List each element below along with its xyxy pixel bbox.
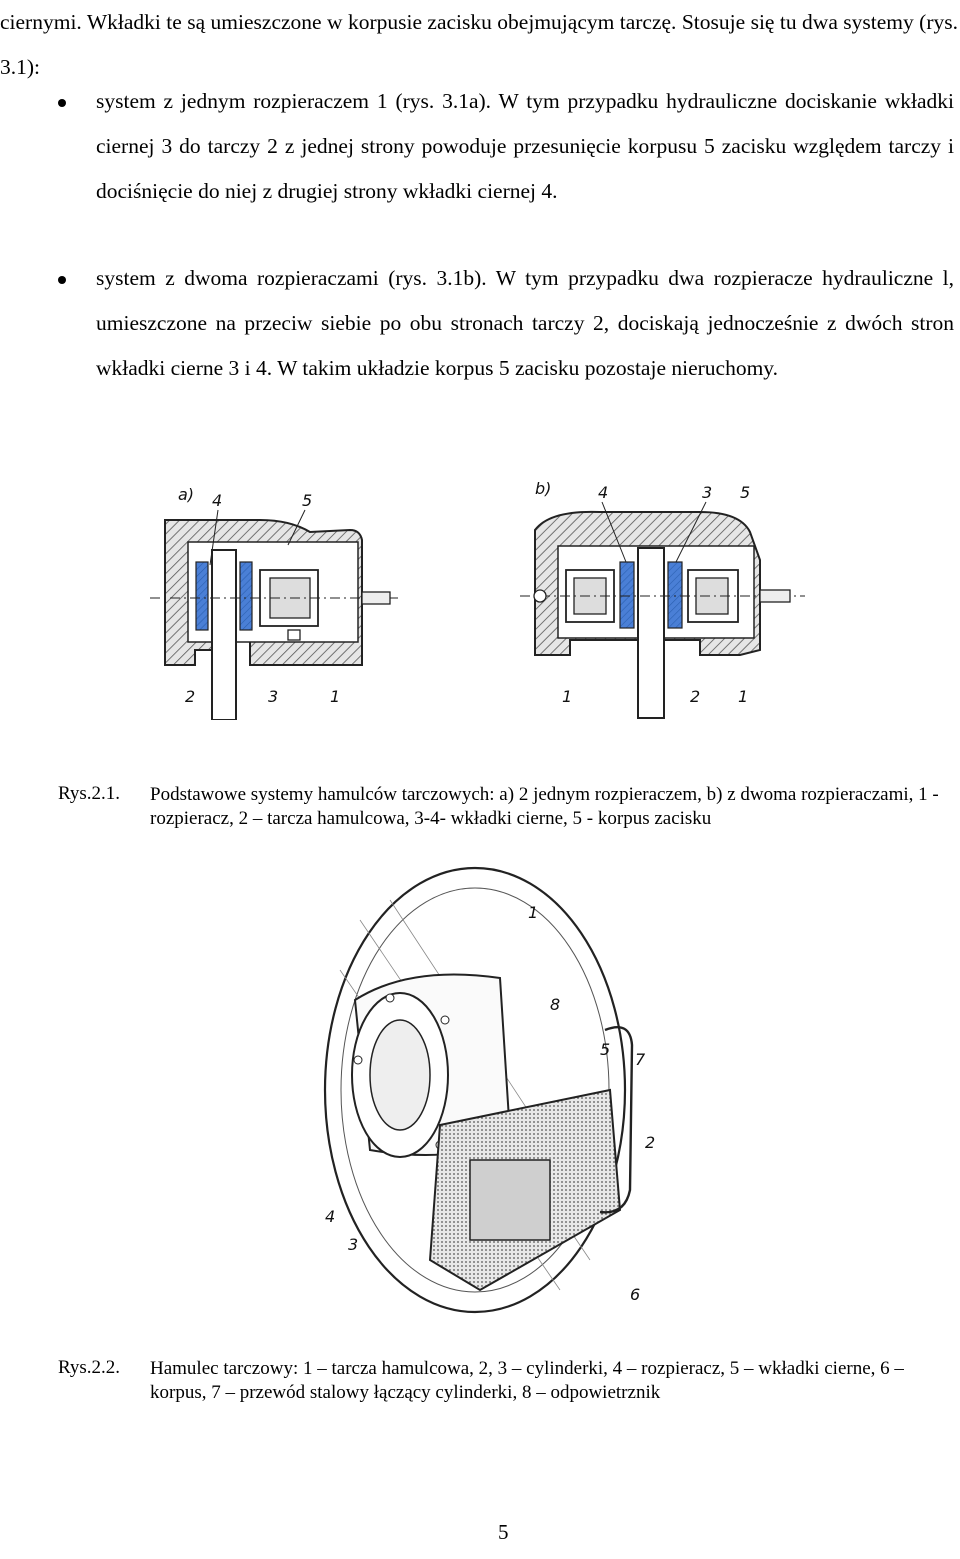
bullet-item-single-piston: system z jednym rozpieraczem 1 (rys. 3.1…: [96, 89, 954, 203]
caption-text-fig1: Podstawowe systemy hamulców tarczowych: …: [150, 784, 939, 829]
panel-b-diagram: b) 4 3 5 1 2 1: [520, 479, 805, 719]
panel-a-diagram: a) 4 5 2 3 1: [150, 485, 398, 720]
label-5: 5: [302, 491, 312, 510]
label-3: 3: [268, 687, 278, 706]
label-4: 4: [212, 491, 222, 510]
label-5: 5: [600, 1040, 610, 1059]
figure-disc-brake-assembly: 1 8 5 7 2 4 3 6: [323, 866, 655, 1314]
label-8: 8: [550, 995, 560, 1014]
figure-brake-systems: a) 4 5 2 3 1 b) 4 3 5 1 2 1: [150, 479, 805, 720]
label-7: 7: [635, 1050, 646, 1069]
label-6: 6: [630, 1285, 640, 1304]
page-number: 5: [498, 1520, 509, 1544]
label-3: 3: [348, 1235, 358, 1254]
caption-text-fig2: Hamulec tarczowy: 1 – tarcza hamulcowa, …: [150, 1358, 904, 1403]
caption-label-fig2: Rys.2.2.: [58, 1357, 121, 1378]
label-3: 3: [702, 483, 712, 502]
label-4: 4: [325, 1207, 335, 1226]
intro-paragraph: ciernymi. Wkładki te są umieszczone w ko…: [0, 10, 958, 79]
caption-label-fig1: Rys.2.1.: [58, 783, 121, 804]
bullet-dot-icon: [58, 276, 66, 284]
disc-drawing: [323, 866, 634, 1314]
label-1: 1: [330, 687, 340, 706]
label-1: 1: [738, 687, 748, 706]
label-1: 1: [528, 903, 538, 922]
label-2: 2: [185, 687, 195, 706]
label-2: 2: [645, 1133, 655, 1152]
panel-b-tag: b): [535, 479, 551, 498]
panel-a-tag: a): [178, 485, 194, 504]
label-1: 1: [562, 687, 572, 706]
label-5: 5: [740, 483, 750, 502]
label-4: 4: [598, 483, 608, 502]
bullet-dot-icon: [58, 99, 66, 107]
bullet-item-dual-piston: system z dwoma rozpieraczami (rys. 3.1b)…: [96, 266, 954, 380]
label-2: 2: [690, 687, 700, 706]
